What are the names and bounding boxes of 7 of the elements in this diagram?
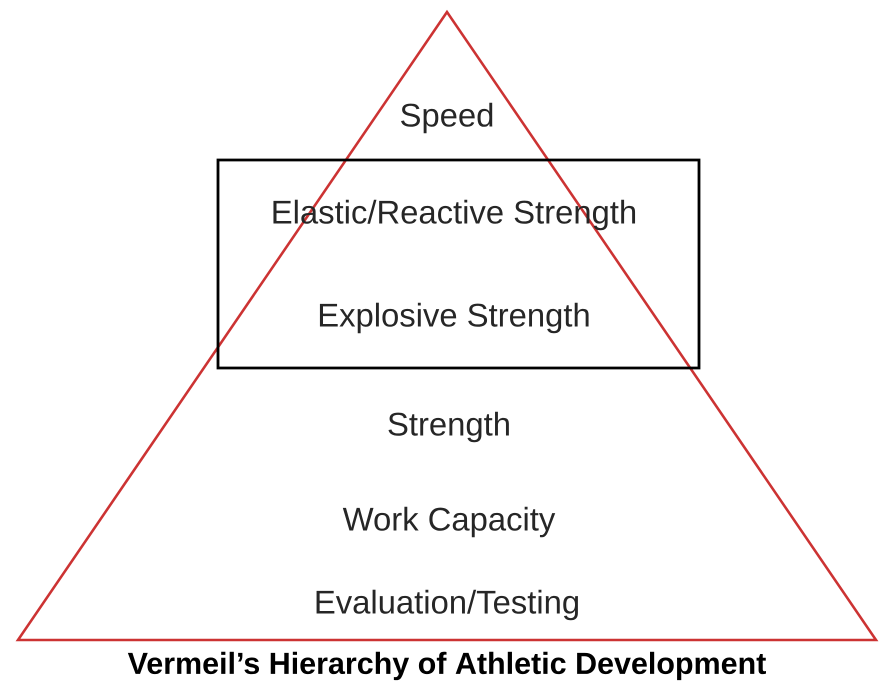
level-label: Explosive Strength (320, 302, 589, 334)
level-label: Work Capacity (342, 506, 556, 538)
title: Vermeil’s Hierarchy of Athletic Development (128, 652, 766, 680)
level-label: Strength (388, 412, 509, 442)
level-label: Speed (401, 102, 492, 134)
highlight-box (216, 158, 700, 370)
level-label: Evaluation/Testing (316, 590, 578, 620)
